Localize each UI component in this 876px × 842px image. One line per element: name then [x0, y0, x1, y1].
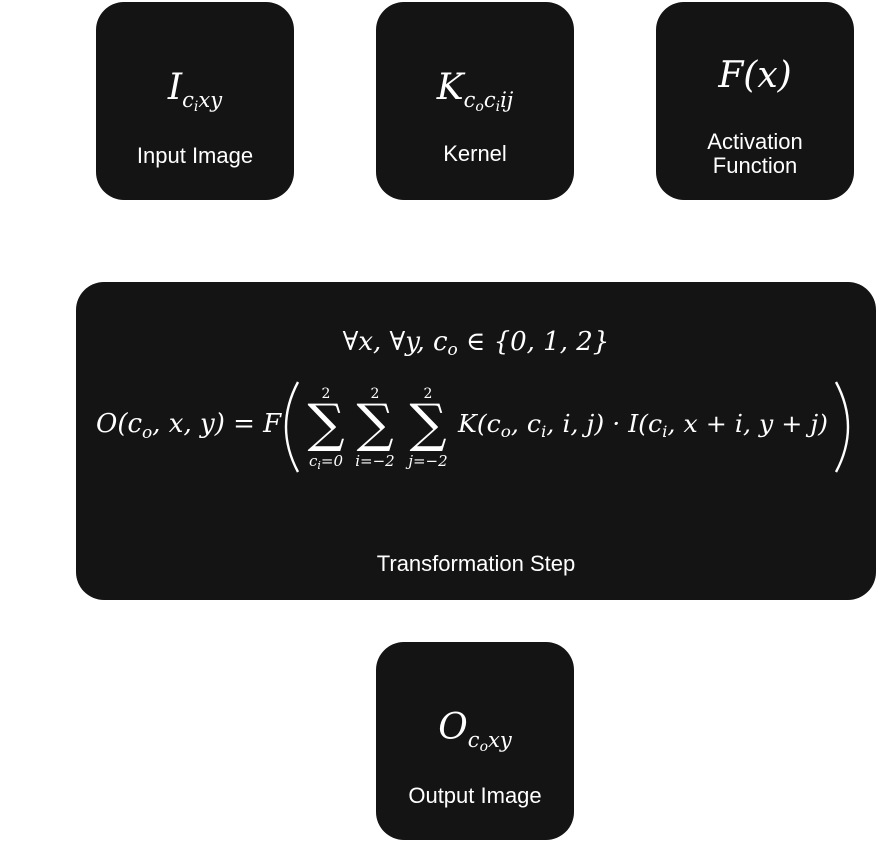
kernel-node: Kcociij Kernel: [376, 2, 574, 200]
sum3-upper: 2: [424, 386, 433, 402]
sum1-lower: ci=0: [309, 452, 344, 472]
kernel-symbol: Kcociij: [436, 67, 514, 116]
input-image-label: Input Image: [136, 143, 254, 168]
left-paren: [284, 381, 300, 473]
output-image-symbol: Ocoxy: [438, 707, 512, 756]
equation-lhs: O(co, x, y) = F: [96, 409, 282, 443]
convolution-equation: O(co, x, y) = F 2 ∑ ci=0 2 ∑ i=−2 2 ∑ j=…: [96, 381, 850, 473]
transformation-step-label: Transformation Step: [376, 551, 576, 576]
right-paren: [834, 381, 850, 473]
kernel-label: Kernel: [443, 141, 507, 166]
sum3-sigma: ∑: [409, 394, 446, 454]
activation-function-label-line2: Function: [712, 153, 798, 178]
sum1-sigma: ∑: [307, 394, 344, 454]
sum2-lower: i=−2: [355, 452, 394, 470]
activation-function-symbol: F(x): [718, 55, 792, 96]
output-image-label: Output Image: [408, 783, 542, 808]
sum3-lower: j=−2: [405, 452, 447, 470]
quantifier-condition: ∀x, ∀y, co ∈ {0, 1, 2}: [342, 327, 610, 360]
sum2-upper: 2: [371, 386, 380, 402]
activation-function-label: Activation Function: [656, 130, 854, 178]
activation-function-label-line1: Activation: [707, 129, 803, 154]
input-image-symbol: Icixy: [167, 67, 223, 116]
sum2-sigma: ∑: [356, 394, 393, 454]
output-image-node: Ocoxy Output Image: [376, 642, 574, 840]
transformation-step-node: ∀x, ∀y, co ∈ {0, 1, 2} O(co, x, y) = F 2…: [76, 282, 876, 600]
sum1-upper: 2: [322, 386, 331, 402]
input-image-node: Icixy Input Image: [96, 2, 294, 200]
activation-function-node: F(x) Activation Function: [656, 2, 854, 200]
